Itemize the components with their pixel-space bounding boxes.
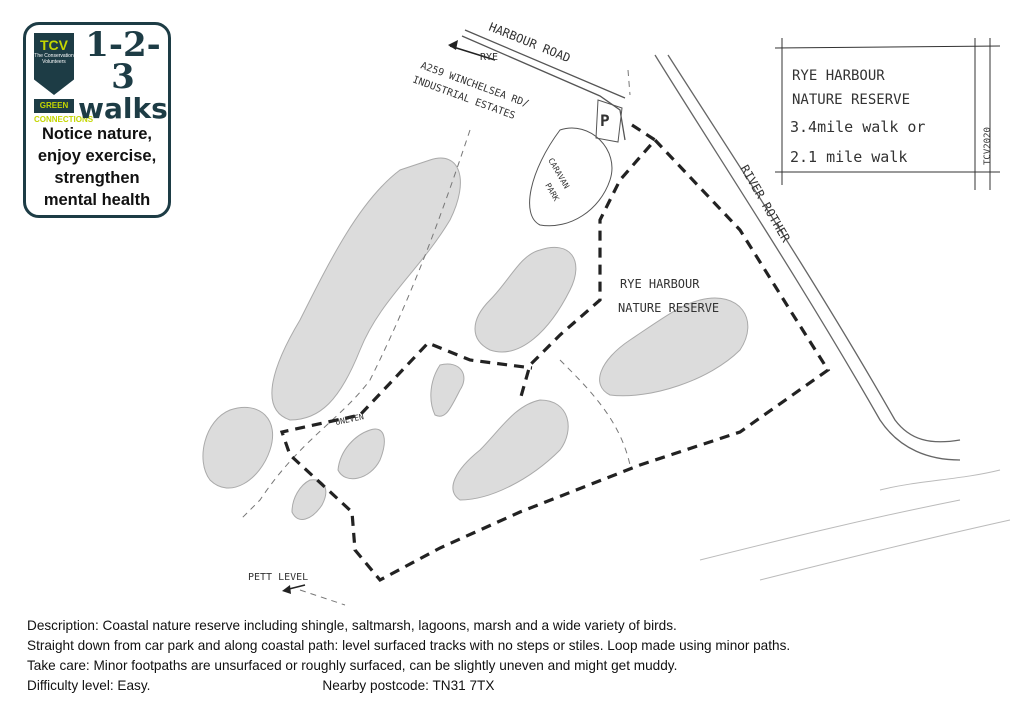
difficulty-text: Difficulty level: Easy. bbox=[27, 678, 151, 693]
rye-label: RYE bbox=[480, 52, 498, 63]
minor-paths bbox=[239, 69, 631, 606]
caravan-park bbox=[529, 127, 613, 227]
tcv-badge: TCV The Conservation Volunteers bbox=[34, 33, 74, 95]
green-connections-badge: GREEN CONNECTIONS bbox=[34, 99, 94, 124]
title-box-line-2: NATURE RESERVE bbox=[792, 92, 910, 108]
title-box-line-4: 2.1 mile walk bbox=[790, 148, 907, 166]
lagoon bbox=[599, 297, 749, 397]
harbour-road-label: HARBOUR ROAD bbox=[487, 20, 573, 65]
river-rother bbox=[654, 54, 961, 461]
pett-level-label: PETT LEVEL bbox=[248, 572, 308, 583]
description-text: Description: Coastal nature reserve incl… bbox=[27, 618, 677, 633]
lagoons bbox=[202, 157, 749, 520]
title-box-line-1: RYE HARBOUR bbox=[792, 68, 885, 84]
lagoon bbox=[452, 399, 569, 501]
brand-wordmark: 1-2-3 walks bbox=[78, 25, 168, 125]
title-box-line-3: 3.4mile walk or bbox=[790, 118, 925, 136]
route-text: Straight down from car park and along co… bbox=[27, 638, 791, 653]
postcode-text: Nearby postcode: TN31 7TX bbox=[322, 678, 495, 693]
car-park bbox=[595, 99, 623, 143]
walk-route bbox=[279, 123, 831, 583]
take-care-text: Take care: Minor footpaths are unsurface… bbox=[27, 658, 678, 673]
lagoon bbox=[271, 157, 461, 421]
river-rother-label: RIVER ROTHER bbox=[737, 163, 793, 246]
tcv-123-walks-logo: TCV The Conservation Volunteers GREEN CO… bbox=[23, 22, 171, 218]
title-box bbox=[774, 38, 1001, 190]
tagline: Notice nature, enjoy exercise, strengthe… bbox=[37, 125, 157, 209]
shoreline bbox=[699, 469, 1011, 581]
uneven-label: UNEVEN bbox=[335, 412, 365, 427]
reserve-label-1: RYE HARBOUR bbox=[620, 277, 700, 291]
lagoon bbox=[337, 428, 385, 480]
harbour-road bbox=[461, 29, 626, 141]
lagoon bbox=[202, 406, 274, 489]
lagoon bbox=[474, 246, 577, 353]
caravan-park-label: PARK bbox=[543, 182, 561, 203]
arrow-to-pett-level bbox=[282, 584, 306, 594]
reserve-label-2: NATURE RESERVE bbox=[618, 301, 719, 315]
walk-description: Description: Coastal nature reserve incl… bbox=[27, 616, 790, 696]
credit-label: TCV2020 bbox=[983, 127, 993, 165]
arrow-to-rye bbox=[448, 40, 496, 61]
parking-icon: P bbox=[600, 111, 610, 130]
lagoon bbox=[291, 479, 327, 520]
lagoon bbox=[430, 363, 465, 417]
